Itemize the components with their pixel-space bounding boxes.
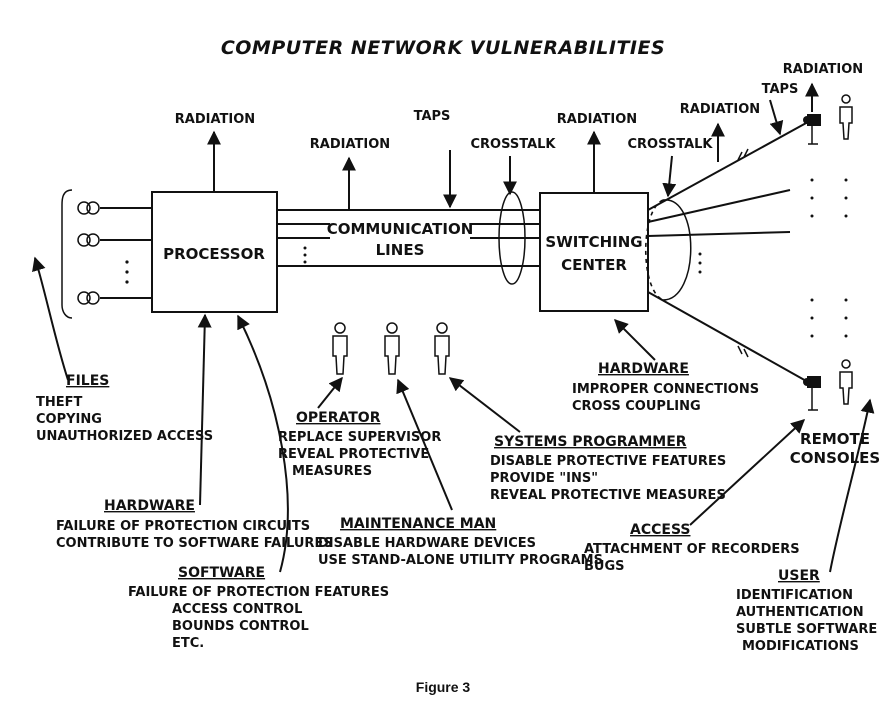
maintenance-man-person-icon [384, 322, 400, 375]
communication-lines-label-2: LINES [376, 241, 425, 259]
user-heading: USER [778, 568, 820, 584]
files-item: UNAUTHORIZED ACCESS [36, 429, 213, 444]
operator-person-icon [332, 322, 348, 375]
maintenance-man-item: DISABLE HARDWARE DEVICES [318, 536, 536, 551]
hardware-switching-heading: HARDWARE [598, 361, 689, 377]
systems-programmer-item: PROVIDE "INS" [490, 471, 598, 486]
line-break-mark [737, 148, 749, 161]
hardware-switching-item: IMPROPER CONNECTIONS [572, 382, 759, 397]
systems-programmer-item: DISABLE PROTECTIVE FEATURES [490, 454, 726, 469]
ellipsis-dots [125, 260, 129, 284]
files-item: THEFT [36, 395, 83, 410]
hardware-heading: HARDWARE [104, 498, 195, 514]
systems-programmer-heading: SYSTEMS PROGRAMMER [494, 434, 687, 450]
access-leader [689, 419, 806, 526]
files-leader [32, 256, 69, 381]
access-heading: ACCESS [630, 522, 690, 538]
radiation-label: RADIATION [175, 112, 255, 127]
user-item: SUBTLE SOFTWARE [736, 622, 877, 637]
software-heading: SOFTWARE [178, 565, 265, 581]
crosstalk-arrow [662, 155, 677, 198]
taps-arrow [769, 99, 784, 136]
switching-center-box [539, 192, 649, 312]
software-item: FAILURE OF PROTECTION FEATURES [128, 585, 389, 600]
switching-center-label-2: CENTER [561, 256, 627, 274]
access-item: ATTACHMENT OF RECORDERS [584, 542, 800, 557]
files-bracket [61, 189, 73, 319]
radiation-label: RADIATION [557, 112, 637, 127]
systems-programmer-leader [448, 377, 521, 433]
terminal-icon [803, 114, 821, 145]
processor-label: PROCESSOR [163, 245, 265, 263]
taps-label: TAPS [414, 109, 451, 124]
files-item: COPYING [36, 412, 102, 427]
systems-programmer-item: REVEAL PROTECTIVE MEASURES [490, 488, 726, 503]
switching-center-label-1: SWITCHING [545, 233, 642, 251]
hardware-item: CONTRIBUTE TO SOFTWARE FAILURES [56, 536, 333, 551]
processor-box [151, 191, 278, 313]
user-item: MODIFICATIONS [742, 639, 859, 654]
operator-item: REPLACE SUPERVISOR [278, 430, 441, 445]
software-leader [237, 314, 289, 573]
user-item: AUTHENTICATION [736, 605, 864, 620]
remote-consoles-label-1: REMOTE [800, 430, 870, 448]
person-icon [839, 359, 853, 405]
terminal-icon [803, 376, 821, 411]
ellipsis-dots [810, 178, 848, 338]
operator-heading: OPERATOR [296, 410, 381, 426]
crosstalk-ellipse-right [662, 199, 692, 301]
tape-reel-icon [77, 233, 100, 247]
ellipsis-dots [303, 246, 307, 264]
maintenance-leader [396, 378, 453, 511]
maintenance-man-item: USE STAND-ALONE UTILITY PROGRAMS [318, 553, 603, 568]
person-icon [839, 94, 853, 140]
crosstalk-label: CROSSTALK [470, 137, 556, 152]
operator-item: MEASURES [292, 464, 372, 479]
radiation-label: RADIATION [310, 137, 390, 152]
hardware-item: FAILURE OF PROTECTION CIRCUITS [56, 519, 310, 534]
operator-leader [317, 376, 343, 409]
communication-lines-label-1: COMMUNICATION [327, 220, 474, 238]
user-item: IDENTIFICATION [736, 588, 853, 603]
diagram-title: COMPUTER NETWORK VULNERABILITIES [221, 37, 665, 59]
radiation-label: RADIATION [680, 102, 760, 117]
figure-caption: Figure 3 [416, 679, 471, 695]
line-break-mark [737, 345, 749, 358]
file-storage-devices [61, 189, 152, 319]
software-item: ACCESS CONTROL [172, 602, 302, 617]
taps-label: TAPS [762, 82, 799, 97]
software-item: BOUNDS CONTROL [172, 619, 309, 634]
radiation-label: RADIATION [783, 62, 863, 77]
maintenance-man-heading: MAINTENANCE MAN [340, 516, 496, 532]
software-item: ETC. [172, 636, 204, 651]
tape-reel-icon [77, 201, 100, 215]
hardware-switching-item: CROSS COUPLING [572, 399, 701, 414]
remote-consoles-label-2: CONSOLES [790, 449, 880, 467]
ellipsis-dots [698, 252, 702, 274]
systems-programmer-person-icon [434, 322, 450, 375]
operator-item: REVEAL PROTECTIVE [278, 447, 429, 462]
hardware-leader [197, 313, 212, 506]
tape-reel-icon [77, 291, 100, 305]
access-item: BUGS [584, 559, 625, 574]
files-heading: FILES [66, 373, 109, 389]
user-leader [829, 398, 875, 573]
hardware-switching-leader [614, 319, 656, 361]
crosstalk-label: CROSSTALK [627, 137, 713, 152]
